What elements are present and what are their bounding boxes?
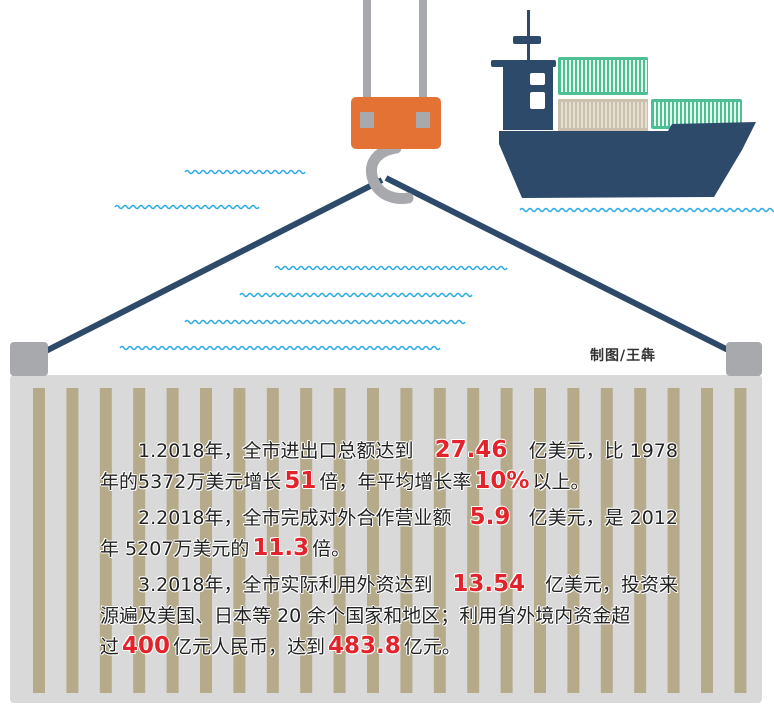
text-segment: 倍。 bbox=[312, 538, 351, 560]
text-line: 2.2018年，全市完成对外合作营业额 5.9 亿美元，是 2012 bbox=[100, 503, 678, 534]
crane-rope-left bbox=[363, 0, 371, 120]
highlight-number: 400 bbox=[122, 633, 171, 659]
cargo-ship-icon bbox=[491, 10, 756, 198]
cable-right bbox=[384, 175, 740, 358]
text-segment: 2.2018年，全市完成对外合作营业额 bbox=[138, 507, 452, 529]
hook-block bbox=[351, 97, 441, 149]
container-stripe bbox=[567, 388, 580, 693]
container-stripe bbox=[634, 388, 647, 693]
text-segment: 亿美元，比 1978 bbox=[528, 440, 678, 462]
text-segment: 亿美元，是 2012 bbox=[528, 507, 678, 529]
text-line: 3.2018年，全市实际利用外资达到 13.54 亿美元，投资来 bbox=[100, 570, 678, 601]
container-stripes bbox=[33, 388, 747, 693]
container-stripe bbox=[233, 388, 246, 693]
credit-text: 制图/王犇 bbox=[590, 348, 657, 364]
text-line: 源遍及美国、日本等 20 余个国家和地区；利用省外境内资金超 bbox=[100, 601, 678, 632]
text-line: 1.2018年，全市进出口总额达到 27.46 亿美元，比 1978 bbox=[100, 436, 678, 467]
rope-clamp bbox=[360, 112, 374, 128]
text-segment: 亿美元，投资来 bbox=[544, 574, 678, 596]
rope-clamp bbox=[416, 112, 430, 128]
wave-line bbox=[114, 204, 260, 210]
wave-line bbox=[239, 292, 473, 298]
text-segment: 1.2018年，全市进出口总额达到 bbox=[138, 440, 414, 462]
container-stripe bbox=[99, 388, 112, 693]
text-segment: 以上。 bbox=[532, 471, 590, 493]
container-stripe bbox=[600, 388, 613, 693]
container-stripe bbox=[701, 388, 713, 693]
stats-text: 1.2018年，全市进出口总额达到 27.46 亿美元，比 1978 年的5372万美… bbox=[100, 436, 678, 663]
container-stripe bbox=[300, 388, 313, 693]
cable-left bbox=[36, 177, 384, 358]
wave-line bbox=[119, 345, 441, 351]
waves bbox=[114, 169, 774, 351]
container-stripe bbox=[66, 388, 79, 693]
container-stripe bbox=[467, 388, 480, 693]
highlight-number: 10% bbox=[474, 468, 530, 494]
crane-rope-right bbox=[419, 0, 427, 120]
container-stripe bbox=[534, 388, 546, 693]
text-segment: 亿元。 bbox=[403, 636, 461, 658]
container-stripe bbox=[266, 388, 279, 693]
highlight-number: 11.3 bbox=[252, 535, 310, 561]
wave-line bbox=[519, 207, 774, 213]
text-segment: 年 5207万美元的 bbox=[100, 538, 250, 560]
text-segment: 源遍及美国、日本等 20 余个国家和地区；利用省外境内资金超 bbox=[100, 605, 631, 627]
container-corner-left bbox=[10, 342, 48, 376]
container-stripe bbox=[133, 388, 146, 693]
text-segment: 年的5372万美元增长 bbox=[100, 471, 282, 493]
text-segment: 倍，年平均增长率 bbox=[319, 471, 472, 493]
container-stripe bbox=[166, 388, 179, 693]
container-stripe bbox=[734, 388, 747, 693]
wave-line bbox=[184, 319, 466, 325]
container-stripe bbox=[667, 388, 680, 693]
highlight-number: 483.8 bbox=[328, 633, 401, 659]
text-segment: 3.2018年，全市实际利用外资达到 bbox=[138, 574, 433, 596]
container-stripe bbox=[433, 388, 446, 693]
container-stripe bbox=[500, 388, 513, 693]
container-stripe bbox=[200, 388, 212, 693]
hook-icon bbox=[366, 142, 414, 204]
container-stripe bbox=[367, 388, 379, 693]
container-stripe bbox=[400, 388, 413, 693]
highlight-number: 5.9 bbox=[469, 504, 511, 530]
wave-line bbox=[274, 265, 508, 271]
wave-line bbox=[184, 169, 306, 175]
highlight-number: 27.46 bbox=[434, 437, 508, 463]
highlight-number: 13.54 bbox=[452, 571, 526, 597]
highlight-number: 51 bbox=[284, 468, 317, 494]
text-segment: 过 bbox=[100, 636, 120, 658]
container-corner-right bbox=[726, 342, 762, 376]
container-stripe bbox=[333, 388, 346, 693]
container-stripe bbox=[33, 388, 45, 693]
text-segment: 亿元人民币，达到 bbox=[173, 636, 326, 658]
